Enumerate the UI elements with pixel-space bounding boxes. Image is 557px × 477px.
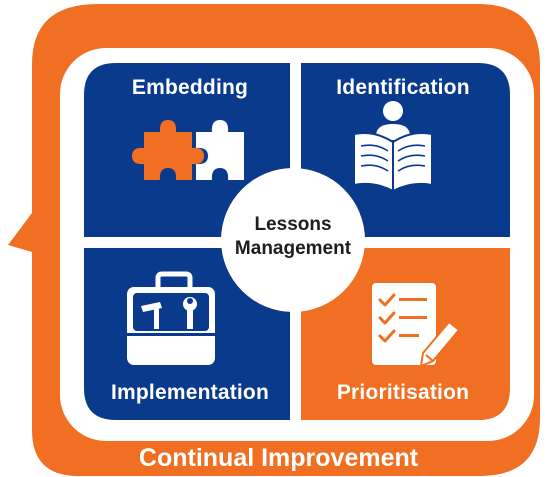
- embedding-label: Embedding: [131, 76, 249, 99]
- cycle-label: Continual Improvement: [138, 444, 419, 472]
- center-title: Lessons Management: [222, 213, 364, 261]
- identification-label: Identification: [336, 76, 470, 99]
- checklist-pencil-icon: [372, 283, 461, 368]
- toolbox-icon: [127, 271, 215, 365]
- puzzle-icon: [132, 120, 244, 180]
- center-title-line1: Lessons: [254, 214, 332, 235]
- implementation-label: Implementation: [111, 381, 269, 404]
- prioritisation-label: Prioritisation: [336, 381, 470, 404]
- center-title-line2: Management: [234, 238, 352, 259]
- center-circle: [221, 168, 365, 312]
- reading-person-icon: [353, 101, 433, 193]
